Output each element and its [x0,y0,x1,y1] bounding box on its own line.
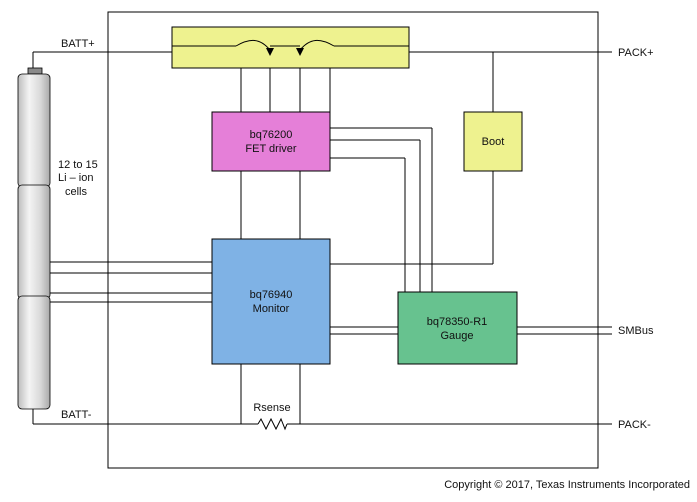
gauge-block [397,291,518,365]
gauge-name: bq78350-R1 [427,316,488,328]
copyright-text: Copyright © 2017, Texas Instruments Inco… [444,479,690,491]
fet-driver-name: bq76200 [250,129,293,141]
switch-arrow-right [296,48,304,56]
pack-plus-label: PACK+ [618,47,654,59]
board-outline [107,11,599,469]
switch-arrow-left [266,48,274,56]
batt-plus-label: BATT+ [61,38,95,50]
pack-minus-label: PACK- [618,419,651,431]
fet-switch-block [171,26,410,69]
gauge-label: Gauge [440,330,473,342]
sense-resistor [257,417,288,431]
battery-cell-middle [17,184,51,300]
monitor-block [211,238,331,365]
cells-label-line2: Li – ion [58,172,93,184]
battery-stack [17,67,51,410]
boot-block [463,111,523,172]
battery-cell-bottom [17,295,51,410]
wires [32,51,612,425]
battery-cell-top [17,73,51,188]
smbus-label: SMBus [618,325,654,337]
batt-minus-label: BATT- [61,409,92,421]
rsense-label: Rsense [253,402,290,414]
cells-label-line1: 12 to 15 [58,159,98,171]
boot-label: Boot [482,136,505,148]
monitor-name: bq76940 [250,289,293,301]
fet-switch-symbol [172,40,409,51]
cells-label-line3: cells [65,186,88,198]
fet-driver-block [211,111,331,172]
fet-driver-label: FET driver [245,143,296,155]
monitor-label: Monitor [253,303,290,315]
